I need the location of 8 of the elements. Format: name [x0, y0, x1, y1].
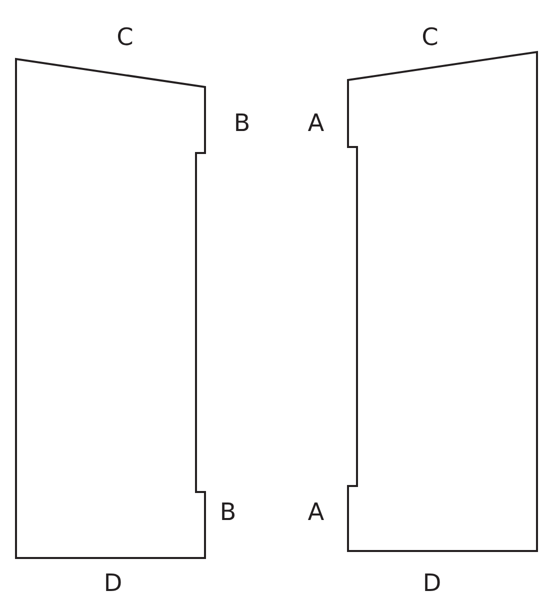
edge-letter: C	[116, 25, 134, 49]
edge-letter: A	[308, 500, 324, 524]
edge-letter: D	[104, 571, 122, 595]
edge-letter: D	[422, 571, 442, 595]
edge-letter: B	[234, 111, 250, 135]
edge-letter: B	[220, 500, 236, 524]
edge-letter: C	[422, 25, 438, 49]
edge-letter: A	[308, 111, 324, 135]
